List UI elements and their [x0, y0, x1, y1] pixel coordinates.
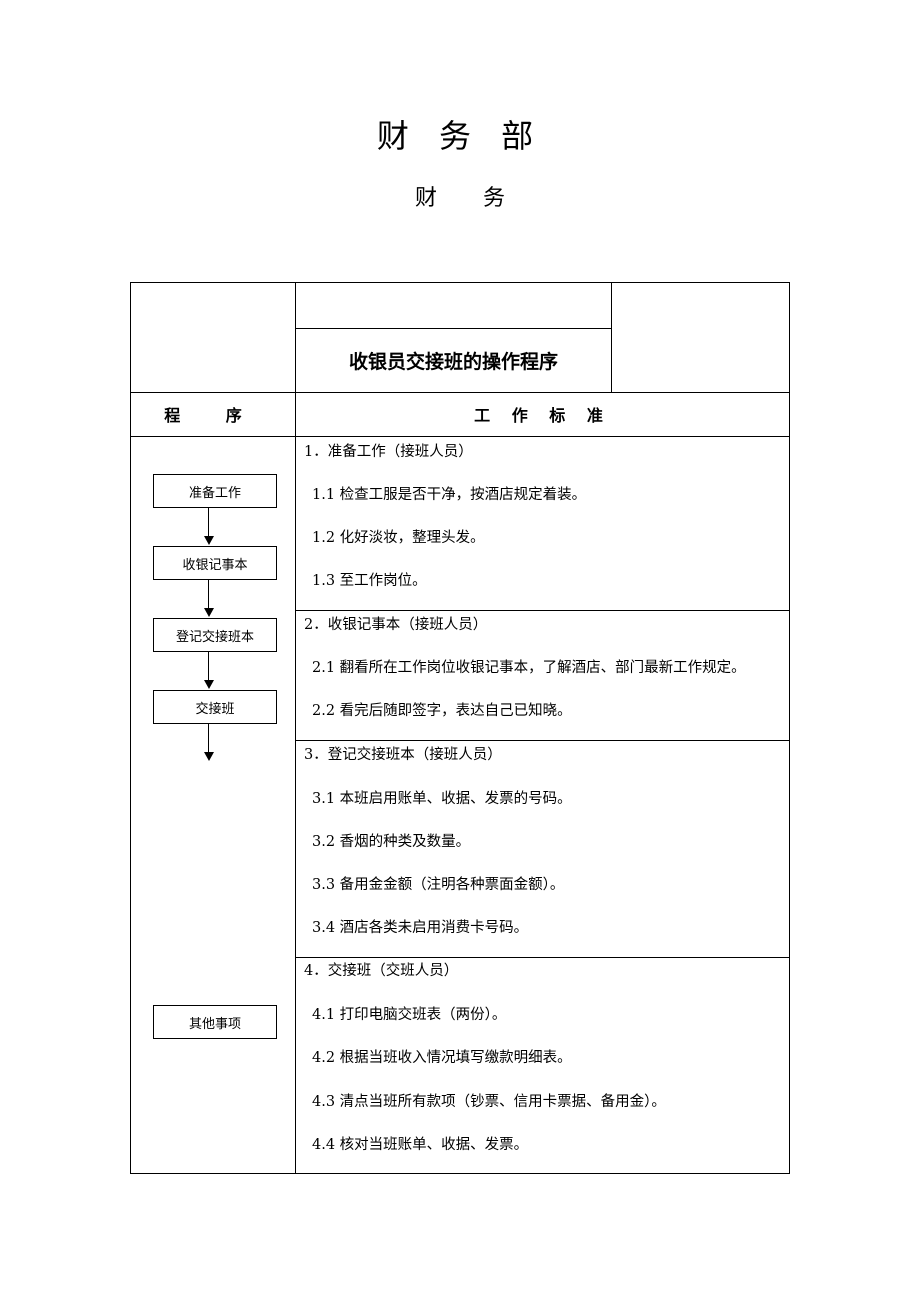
flow-arrowhead-2: [204, 608, 214, 617]
list-item: 2.2 看完后随即签字，表达自己已知晓。: [312, 703, 572, 719]
flow-box-notebook: 收银记事本: [153, 546, 277, 580]
list-item: 3.4 酒店各类未启用消费卡号码。: [312, 920, 529, 936]
section-preparation: 1．准备工作（接班人员） 1.1 检查工服是否干净，按酒店规定着装。 1.2 化…: [296, 437, 789, 610]
flow-arrowhead-1: [204, 536, 214, 545]
flow-box-handover: 交接班: [153, 690, 277, 724]
subtitle-char-2: 务: [483, 186, 506, 211]
flow-arrow-1: [208, 508, 209, 538]
list-item: 1.2 化好淡妆，整理头发。: [312, 530, 485, 546]
section-heading: 1．准备工作（接班人员）: [304, 444, 473, 460]
header-procedure: 程 序: [164, 406, 262, 425]
department-title: 财 务 部: [376, 117, 544, 155]
list-item: 1.3 至工作岗位。: [312, 573, 427, 589]
flow-arrow-3: [208, 652, 209, 681]
list-item: 3.1 本班启用账单、收据、发票的号码。: [312, 791, 572, 807]
section-heading: 3．登记交接班本（接班人员）: [304, 747, 502, 763]
flow-box-preparation: 准备工作: [153, 474, 277, 508]
header-work-standard: 工 作 标 准: [474, 406, 611, 425]
procedure-title: 收银员交接班的操作程序: [348, 351, 558, 373]
list-item: 1.1 检查工服是否干净，按酒店规定着装。: [312, 487, 587, 503]
section-cashier-notebook: 2．收银记事本（接班人员） 2.1 翻看所在工作岗位收银记事本，了解酒店、部门最…: [296, 611, 789, 740]
section-handover-log: 3．登记交接班本（接班人员） 3.1 本班启用账单、收据、发票的号码。 3.2 …: [296, 741, 789, 957]
flow-arrowhead-4: [204, 752, 214, 761]
subtitle-char-1: 财: [414, 186, 437, 211]
list-item: 4.3 清点当班所有款项（钞票、信用卡票据、备用金）。: [312, 1094, 666, 1110]
flow-box-handover-log: 登记交接班本: [153, 618, 277, 652]
list-item: 3.2 香烟的种类及数量。: [312, 834, 471, 850]
flow-arrowhead-3: [204, 680, 214, 689]
list-item: 2.1 翻看所在工作岗位收银记事本，了解酒店、部门最新工作规定。: [312, 660, 746, 676]
list-item: 4.1 打印电脑交班表（两份）。: [312, 1007, 507, 1023]
flow-box-other-matters: 其他事项: [153, 1005, 277, 1039]
section-heading: 4．交接班（交班人员）: [304, 963, 459, 979]
list-item: 3.3 备用金金额（注明各种票面金额）。: [312, 877, 565, 893]
flow-arrow-4: [208, 724, 209, 753]
list-item: 4.4 核对当班账单、收据、发票。: [312, 1137, 529, 1153]
section-handover: 4．交接班（交班人员） 4.1 打印电脑交班表（两份）。 4.2 根据当班收入情…: [296, 958, 789, 1173]
section-heading: 2．收银记事本（接班人员）: [304, 617, 488, 633]
list-item: 4.2 根据当班收入情况填写缴款明细表。: [312, 1050, 572, 1066]
section-subtitle: 财 务: [0, 182, 920, 216]
flow-arrow-2: [208, 580, 209, 610]
